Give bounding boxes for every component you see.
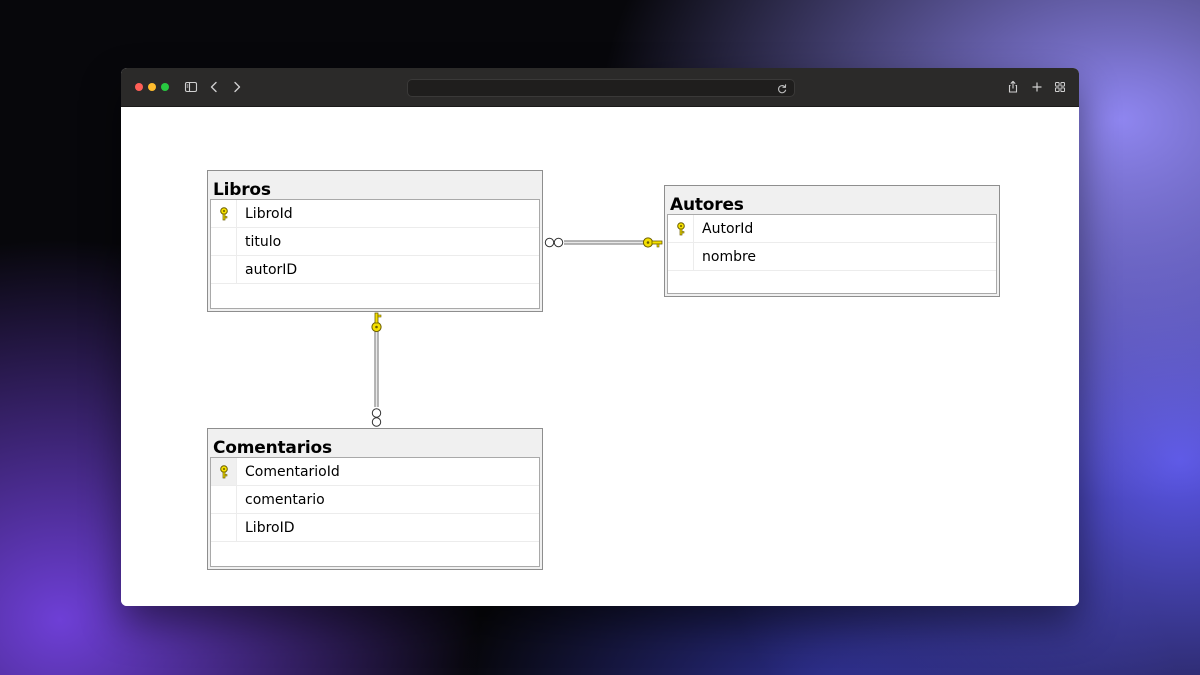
tab-overview-icon[interactable] — [1052, 79, 1068, 95]
column-row[interactable]: ComentarioId — [211, 458, 539, 486]
row-selector — [211, 256, 237, 283]
column-grid: LibroId titulo autorID — [210, 199, 540, 309]
column-grid: ComentarioId comentario LibroID — [210, 457, 540, 567]
column-name: nombre — [702, 249, 757, 265]
row-selector — [211, 486, 237, 513]
column-name: LibroId — [245, 206, 293, 222]
zoom-window-button[interactable] — [161, 83, 169, 91]
share-icon[interactable] — [1005, 79, 1021, 95]
back-icon[interactable] — [206, 79, 222, 95]
column-name: autorID — [245, 262, 298, 278]
row-selector — [668, 243, 694, 270]
table-title: Libros — [213, 180, 271, 200]
minimize-window-button[interactable] — [148, 83, 156, 91]
column-row[interactable]: AutorId — [668, 215, 996, 243]
relationship-key-icon — [642, 237, 663, 248]
column-name: LibroID — [245, 520, 295, 536]
column-grid: AutorId nombre — [667, 214, 997, 294]
address-bar[interactable] — [407, 79, 795, 97]
table-title: Comentarios — [213, 438, 332, 458]
row-selector — [211, 514, 237, 541]
diagram-canvas: Libros LibroId titulo autorID — [121, 107, 1079, 606]
column-row[interactable]: LibroID — [211, 514, 539, 542]
column-row[interactable]: LibroId — [211, 200, 539, 228]
browser-titlebar — [121, 68, 1079, 107]
column-row[interactable]: comentario — [211, 486, 539, 514]
row-selector — [211, 458, 237, 485]
column-row[interactable]: autorID — [211, 256, 539, 284]
row-selector — [211, 200, 237, 227]
table-title: Autores — [670, 195, 744, 215]
column-row[interactable]: nombre — [668, 243, 996, 271]
primary-key-icon — [220, 465, 228, 479]
row-selector — [668, 215, 694, 242]
sidebar-icon[interactable] — [183, 79, 199, 95]
row-selector — [211, 228, 237, 255]
relationship-lines — [371, 237, 663, 427]
forward-icon[interactable] — [229, 79, 245, 95]
reload-icon[interactable] — [775, 81, 789, 95]
table-comentarios[interactable]: Comentarios ComentarioId comentario Libr… — [207, 428, 543, 570]
relationship-libros-autores[interactable] — [544, 237, 663, 248]
column-name: comentario — [245, 492, 325, 508]
table-libros[interactable]: Libros LibroId titulo autorID — [207, 170, 543, 312]
column-name: AutorId — [702, 221, 754, 237]
new-tab-icon[interactable] — [1029, 79, 1045, 95]
column-name: titulo — [245, 234, 282, 250]
column-name: ComentarioId — [245, 464, 340, 480]
relationship-key-icon — [371, 312, 382, 333]
primary-key-icon — [677, 222, 685, 236]
close-window-button[interactable] — [135, 83, 143, 91]
relationship-libros-comentarios[interactable] — [371, 312, 382, 427]
browser-window: Libros LibroId titulo autorID — [121, 68, 1079, 606]
primary-key-icon — [220, 207, 228, 221]
column-row[interactable]: titulo — [211, 228, 539, 256]
table-autores[interactable]: Autores AutorId nombre — [664, 185, 1000, 297]
